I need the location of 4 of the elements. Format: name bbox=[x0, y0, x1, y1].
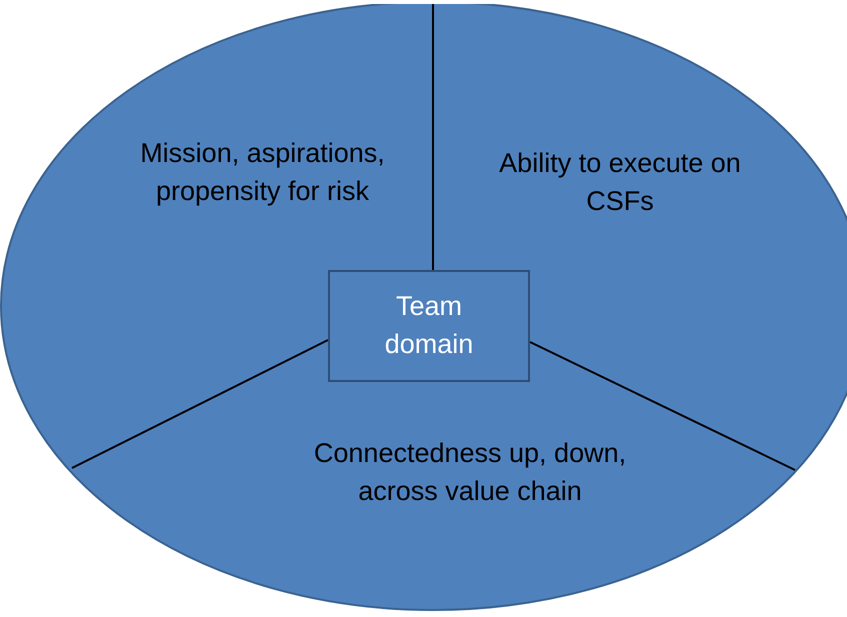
sector-label: Connectedness up, down, across value chain bbox=[290, 435, 650, 519]
sector-label: Mission, aspirations, propensity for risk bbox=[105, 135, 420, 255]
center-box: Team domain bbox=[328, 270, 530, 382]
sector-label: Ability to execute on CSFs bbox=[480, 145, 760, 225]
